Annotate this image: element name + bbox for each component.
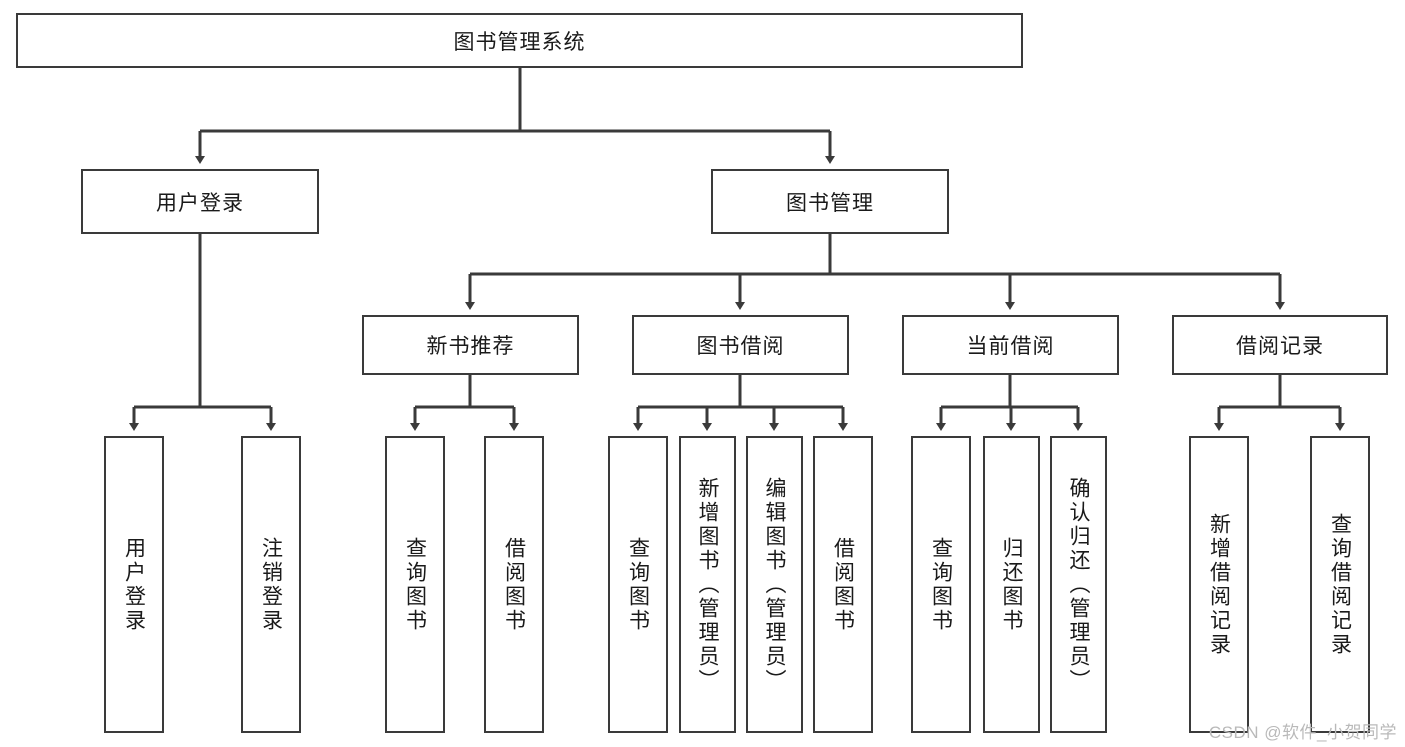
leaf-query-book-recommend-label: 查询图书 [403, 536, 427, 633]
node-current-borrow-label: 当前借阅 [966, 335, 1055, 358]
leaf-return-book-label: 归还图书 [1000, 536, 1023, 633]
leaf-query-book-current[interactable]: 查询图书 [911, 436, 971, 733]
node-new-book-recommendation[interactable]: 新书推荐 [362, 315, 579, 375]
leaf-borrow-book[interactable]: 借阅图书 [813, 436, 873, 733]
leaf-user-login-label: 用户登录 [122, 536, 146, 633]
leaf-query-book-recommend[interactable]: 查询图书 [385, 436, 445, 733]
leaf-edit-book-admin[interactable]: 编辑图书（管理员） [746, 436, 803, 733]
node-borrow-record-label: 借阅记录 [1236, 335, 1324, 358]
leaf-query-borrow-record-label: 查询借阅记录 [1328, 512, 1352, 657]
leaf-borrow-book-recommend[interactable]: 借阅图书 [484, 436, 544, 733]
node-book-management-label: 图书管理 [786, 191, 874, 215]
leaf-confirm-return-admin-label: 确认归还（管理员） [1067, 476, 1090, 693]
leaf-logout[interactable]: 注销登录 [241, 436, 301, 733]
leaf-logout-label: 注销登录 [259, 536, 283, 633]
node-root[interactable]: 图书管理系统 [16, 13, 1023, 68]
node-book-borrow-label: 图书借阅 [696, 335, 785, 358]
leaf-edit-book-admin-label: 编辑图书（管理员） [763, 476, 786, 693]
leaf-add-borrow-record[interactable]: 新增借阅记录 [1189, 436, 1249, 733]
leaf-add-book-admin[interactable]: 新增图书（管理员） [679, 436, 736, 733]
leaf-borrow-book-recommend-label: 借阅图书 [502, 536, 526, 633]
csdn-watermark: CSDN @软件_小贺同学 [1208, 723, 1397, 742]
leaf-query-book-current-label: 查询图书 [929, 536, 953, 633]
node-new-book-recommendation-label: 新书推荐 [426, 335, 515, 358]
leaf-add-book-admin-label: 新增图书（管理员） [696, 476, 719, 693]
leaf-query-book-label: 查询图书 [626, 536, 650, 633]
node-book-management[interactable]: 图书管理 [711, 169, 949, 234]
leaf-return-book[interactable]: 归还图书 [983, 436, 1040, 733]
node-current-borrow[interactable]: 当前借阅 [902, 315, 1119, 375]
node-borrow-record[interactable]: 借阅记录 [1172, 315, 1388, 375]
leaf-add-borrow-record-label: 新增借阅记录 [1207, 512, 1231, 657]
leaf-borrow-book-label: 借阅图书 [831, 536, 855, 633]
node-book-borrow[interactable]: 图书借阅 [632, 315, 849, 375]
leaf-query-borrow-record[interactable]: 查询借阅记录 [1310, 436, 1370, 733]
leaf-query-book[interactable]: 查询图书 [608, 436, 668, 733]
node-user-login-label: 用户登录 [156, 191, 244, 215]
node-user-login[interactable]: 用户登录 [81, 169, 319, 234]
leaf-user-login[interactable]: 用户登录 [104, 436, 164, 733]
node-root-label: 图书管理系统 [453, 30, 586, 54]
leaf-confirm-return-admin[interactable]: 确认归还（管理员） [1050, 436, 1107, 733]
